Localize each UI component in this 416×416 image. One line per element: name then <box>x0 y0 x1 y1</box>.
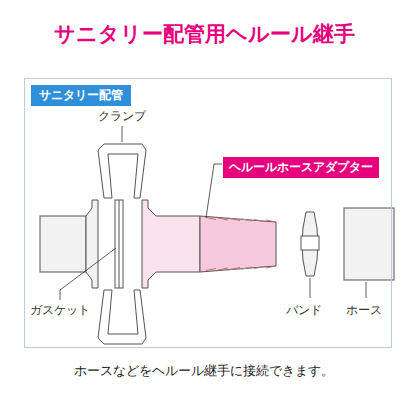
title: サニタリー配管用ヘルール継手 <box>0 20 412 48</box>
hose <box>344 208 394 280</box>
gasket <box>115 200 123 288</box>
part-label: バンド <box>286 302 322 319</box>
leader-line <box>60 126 366 300</box>
sanitary-pipe <box>40 200 98 288</box>
caption: ホースなどをヘルール継手に接続できます。 <box>0 362 412 380</box>
ferrule-hose-adapter <box>142 200 276 288</box>
panel-heading: サニタリー配管 <box>31 85 131 106</box>
hose-band <box>301 212 319 276</box>
part-label: クランプ <box>98 108 146 125</box>
part-name: ヘルールホースアダプター <box>229 159 373 176</box>
part-tag: ヘルールホースアダプター <box>223 157 379 178</box>
clamp <box>98 144 146 344</box>
part-label: ガスケット <box>30 302 90 319</box>
part-label: ホース <box>346 302 382 319</box>
